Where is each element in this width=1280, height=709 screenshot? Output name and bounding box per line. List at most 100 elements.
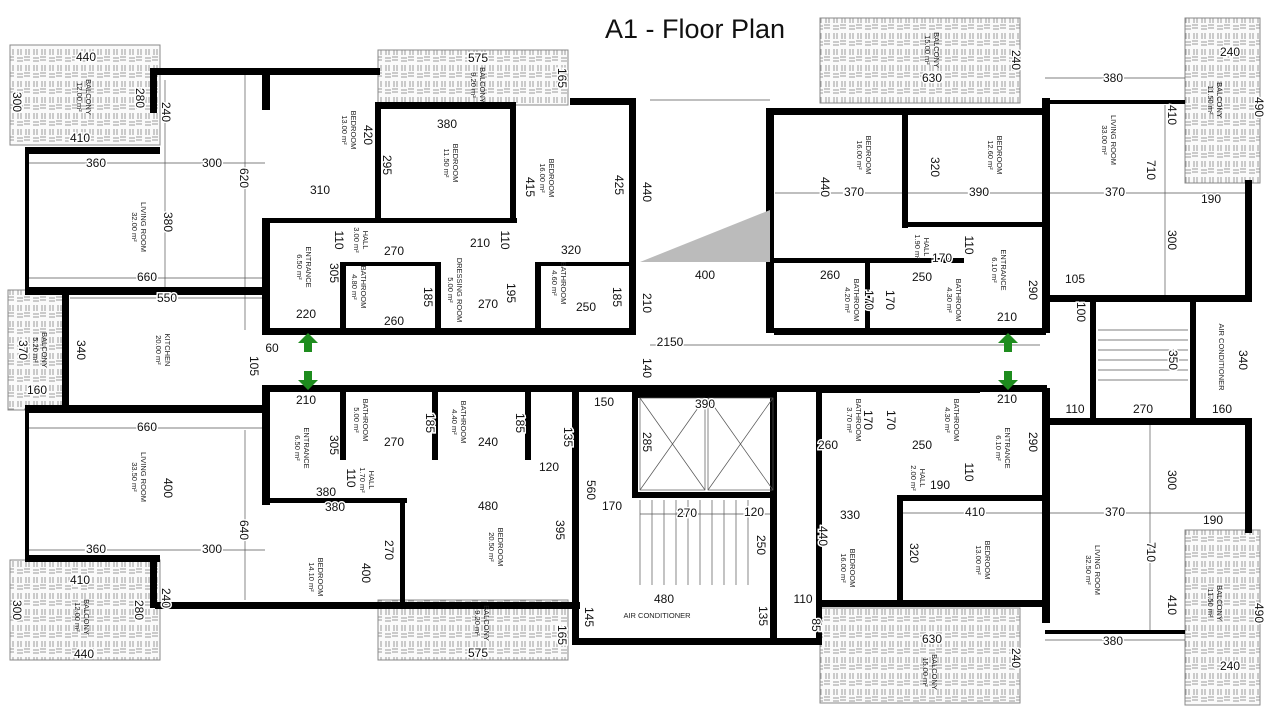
room-name: BALCONY bbox=[40, 332, 49, 368]
room-label: AIR CONDITIONER bbox=[623, 611, 691, 620]
wall bbox=[774, 108, 1046, 115]
wall bbox=[262, 220, 270, 330]
room-name: AIR CONDITIONER bbox=[1217, 323, 1226, 391]
dimension-label: 320 bbox=[907, 543, 921, 563]
dimension-label: 250 bbox=[912, 438, 932, 452]
room-name: ENTRANCE bbox=[1003, 427, 1012, 468]
room-area: 4.40 m² bbox=[450, 409, 459, 435]
room-name: ENTRANCE bbox=[302, 427, 311, 468]
wall bbox=[400, 498, 405, 608]
dimension-label: 295 bbox=[380, 155, 394, 175]
wall bbox=[1045, 630, 1185, 634]
room-area: 4.30 m² bbox=[943, 407, 952, 433]
room-area: 6.10 m² bbox=[994, 435, 1003, 461]
dimension-label: 440 bbox=[818, 177, 832, 197]
dimension-label: 60 bbox=[265, 341, 279, 355]
wall bbox=[1042, 388, 1050, 623]
room-name: BATHROOM bbox=[852, 279, 861, 322]
dimension-label: 390 bbox=[695, 397, 715, 411]
dimension-label: 260 bbox=[820, 268, 840, 282]
dimension-label: 660 bbox=[137, 420, 157, 434]
room-area: 20.50 m² bbox=[487, 532, 496, 562]
room-area: 16.00 m² bbox=[839, 553, 848, 583]
room-label: AIR CONDITIONER bbox=[1217, 323, 1226, 391]
room-area: 16.00 m² bbox=[538, 163, 547, 193]
wall bbox=[25, 555, 160, 562]
dimension-label: 240 bbox=[1220, 45, 1240, 59]
elevator-cross bbox=[639, 397, 706, 491]
wall bbox=[155, 602, 580, 609]
wall bbox=[62, 290, 69, 410]
dimension-label: 710 bbox=[1144, 160, 1158, 180]
room-name: BALCONY bbox=[82, 599, 91, 635]
dimension-label: 240 bbox=[159, 102, 173, 122]
dimension-label: 210 bbox=[296, 393, 316, 407]
room-name: HALL bbox=[361, 231, 370, 250]
elevator-shaft bbox=[707, 397, 774, 491]
room-name: BEDROOM bbox=[983, 541, 992, 580]
dimension-label: 240 bbox=[478, 435, 498, 449]
dimension-label: 105 bbox=[247, 356, 261, 376]
room-name: DRESSING ROOM bbox=[455, 258, 464, 323]
dimension-label: 440 bbox=[74, 647, 94, 661]
dimension-label: 395 bbox=[553, 520, 567, 540]
wall bbox=[900, 495, 1046, 501]
dimension-label: 320 bbox=[928, 157, 942, 177]
dimension-label: 380 bbox=[437, 117, 457, 131]
balcony-area bbox=[9, 44, 161, 146]
room-area: 15.00 m² bbox=[921, 657, 930, 687]
room-name: BEDROOM bbox=[547, 159, 556, 198]
room-name: BALCONY bbox=[1215, 585, 1224, 621]
dimension-label: 290 bbox=[1026, 432, 1040, 452]
wall bbox=[535, 262, 541, 332]
room-name: BEDROOM bbox=[864, 136, 873, 175]
dimension-label: 110 bbox=[962, 235, 976, 254]
room-area: 12.00 m² bbox=[75, 82, 84, 112]
dimension-label: 135 bbox=[561, 427, 575, 447]
dimension-label: 575 bbox=[468, 51, 488, 65]
wall bbox=[902, 222, 1048, 227]
wall bbox=[375, 102, 381, 222]
wall bbox=[1042, 418, 1252, 425]
ramp-shading bbox=[640, 210, 770, 262]
wall bbox=[340, 262, 440, 266]
entrance-arrow-up-icon bbox=[998, 333, 1018, 352]
dimension-label: 300 bbox=[202, 542, 222, 556]
room-area: 3.70 m² bbox=[845, 407, 854, 433]
entrance-arrow-up-icon bbox=[298, 333, 318, 352]
room-area: 14.10 m² bbox=[307, 562, 316, 592]
dimension-label: 710 bbox=[1144, 542, 1158, 562]
wall bbox=[262, 218, 517, 223]
room-area: 15.00 m² bbox=[923, 35, 932, 65]
dimension-label: 165 bbox=[555, 625, 569, 645]
room-area: 6.50 m² bbox=[295, 254, 304, 280]
walls bbox=[25, 68, 1252, 645]
dimension-label: 390 bbox=[969, 185, 989, 199]
wall bbox=[262, 385, 270, 505]
room-area: 5.20 m² bbox=[31, 337, 40, 363]
wall bbox=[1042, 98, 1050, 333]
room-name: LIVING ROOM bbox=[139, 202, 148, 252]
dimension-label: 110 bbox=[793, 592, 812, 606]
room-name: LIVING ROOM bbox=[1109, 115, 1118, 165]
dimension-label: 340 bbox=[74, 340, 88, 360]
dimension-label: 660 bbox=[137, 270, 157, 284]
dimension-label: 320 bbox=[561, 243, 581, 257]
dimension-label: 550 bbox=[157, 291, 177, 305]
wall bbox=[632, 392, 777, 398]
entrance-arrow-down-icon bbox=[298, 371, 318, 390]
balcony-area bbox=[819, 17, 1021, 104]
wall bbox=[25, 147, 160, 154]
